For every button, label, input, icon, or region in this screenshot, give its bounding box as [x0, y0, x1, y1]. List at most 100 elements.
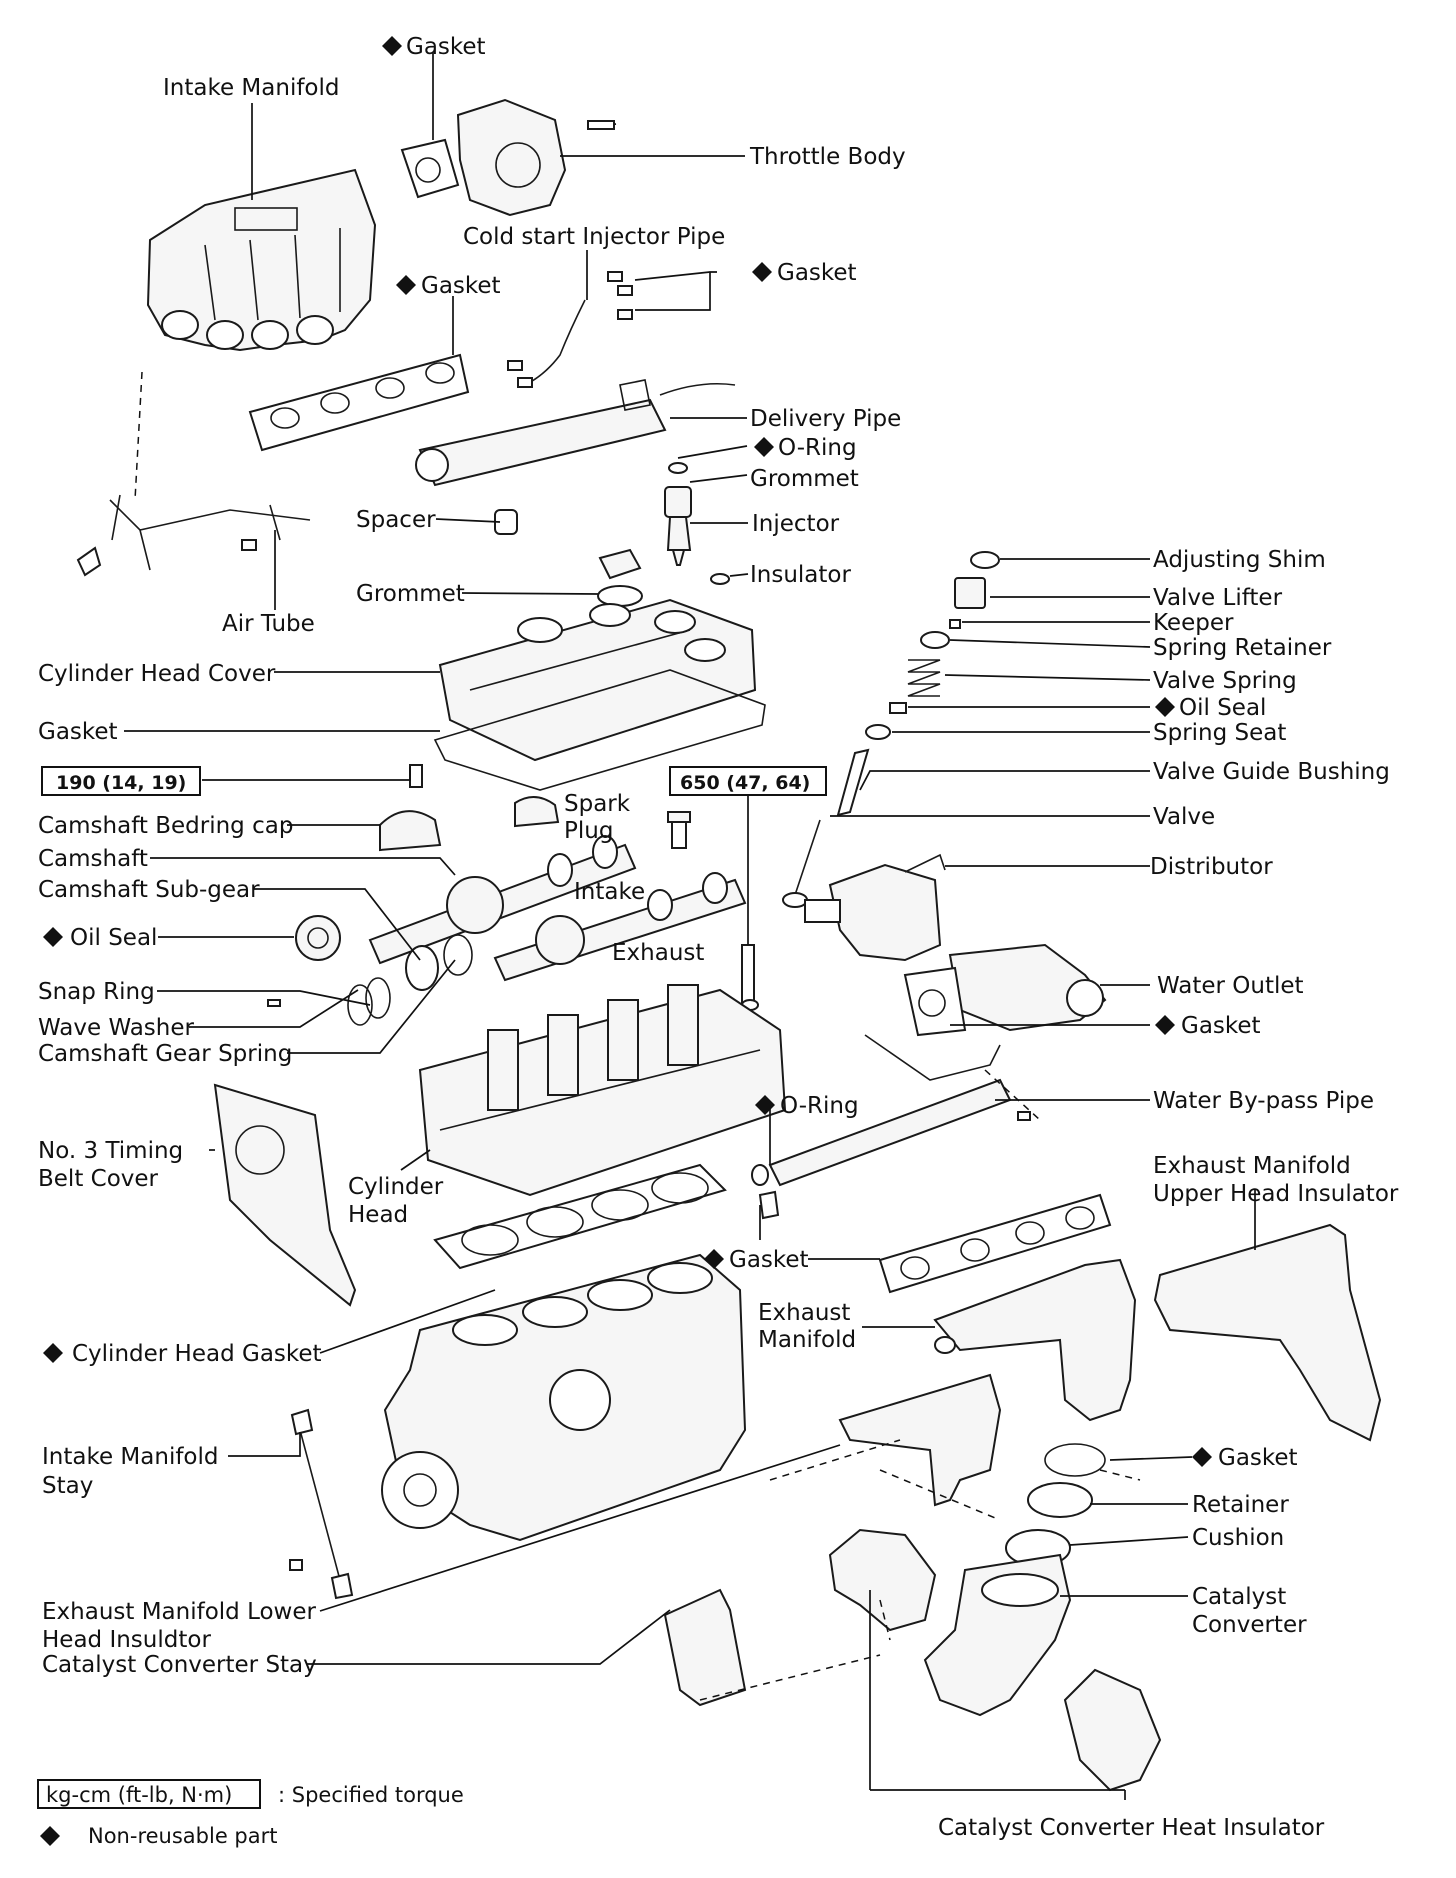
- air-tube-part: [76, 494, 311, 577]
- cylinder-head-cover-part: [438, 598, 757, 762]
- spark-plug-part: [667, 811, 691, 849]
- torque-head-bolt: 650 (47, 64): [680, 772, 810, 794]
- label-exh-lower-insulator-line2: Head Insuldtor: [42, 1627, 211, 1653]
- label-plug: Plug: [564, 818, 613, 844]
- throttle-body-part: [456, 98, 617, 217]
- label-catalyst-converter-line2: Converter: [1192, 1612, 1307, 1638]
- cover-gasket-part: [433, 669, 766, 791]
- label-catalyst-converter-stay: Catalyst Converter Stay: [42, 1652, 317, 1678]
- label-gasket-exhaust: Gasket: [729, 1247, 809, 1273]
- label-cushion: Cushion: [1192, 1525, 1284, 1551]
- label-gasket-cold-start: Gasket: [777, 260, 857, 286]
- delivery-pipe-part: [415, 379, 736, 487]
- label-intake-cam: Intake: [574, 879, 645, 905]
- label-spring-seat: Spring Seat: [1153, 720, 1286, 746]
- label-air-tube: Air Tube: [222, 611, 315, 637]
- legend-torque-desc: : Specified torque: [278, 1783, 464, 1807]
- cam-small-parts: [267, 934, 473, 1026]
- label-intake-manifold-stay-line1: Intake Manifold: [42, 1444, 219, 1470]
- label-gasket-cover: Gasket: [38, 719, 118, 745]
- intake-manifold-part: [146, 168, 377, 352]
- water-outlet-part: [903, 943, 1107, 1037]
- label-cylinder-head-line2: Head: [348, 1202, 408, 1228]
- label-snap-ring: Snap Ring: [38, 979, 155, 1005]
- label-grommet-cover: Grommet: [356, 581, 465, 607]
- label-exhaust-manifold-line2: Manifold: [758, 1327, 856, 1353]
- label-exhaust-cam: Exhaust: [612, 940, 704, 966]
- label-water-bypass-pipe: Water By-pass Pipe: [1153, 1088, 1374, 1114]
- label-injector: Injector: [752, 511, 840, 537]
- label-valve-guide-bushing: Valve Guide Bushing: [1153, 759, 1390, 785]
- label-camshaft: Camshaft: [38, 846, 148, 872]
- label-exh-lower-insulator-line1: Exhaust Manifold Lower: [42, 1599, 317, 1625]
- label-oil-seal-valve: Oil Seal: [1179, 695, 1266, 721]
- exh-upper-insulator-part: [1153, 1223, 1382, 1442]
- legend-torque-unit: kg-cm (ft-lb, N·m): [46, 1783, 232, 1807]
- exh-lower-insulator-part: [838, 1373, 1002, 1507]
- intake-stay-part: [289, 1408, 354, 1600]
- label-catalyst-heat-insulator: Catalyst Converter Heat Insulator: [938, 1815, 1325, 1841]
- label-gasket-water-outlet: Gasket: [1181, 1013, 1261, 1039]
- label-gasket-intake: Gasket: [421, 273, 501, 299]
- label-spark: Spark: [564, 791, 631, 817]
- label-cylinder-head-cover: Cylinder Head Cover: [38, 661, 276, 687]
- intake-gasket-part: [248, 353, 470, 452]
- label-cylinder-head-gasket: Cylinder Head Gasket: [72, 1341, 322, 1367]
- label-spring-retainer: Spring Retainer: [1153, 635, 1332, 661]
- label-retainer: Retainer: [1192, 1492, 1289, 1518]
- throttle-gasket-part: [400, 138, 460, 199]
- cylinder-head-part: [418, 984, 787, 1197]
- label-distributor: Distributor: [1150, 854, 1273, 880]
- label-keeper: Keeper: [1153, 610, 1234, 636]
- catalyst-stay-part: [663, 1588, 747, 1707]
- label-intake-manifold: Intake Manifold: [163, 75, 340, 101]
- label-oil-seal-cam: Oil Seal: [70, 925, 157, 951]
- label-o-ring-delivery: O-Ring: [778, 435, 857, 461]
- torque-camshaft-cap: 190 (14, 19): [56, 772, 186, 794]
- label-throttle-body: Throttle Body: [749, 144, 906, 170]
- bolt-cam-cap: [409, 764, 423, 788]
- intake-camshaft-part: [368, 835, 637, 965]
- alignment-lines: [134, 371, 1141, 1701]
- catalyst-gasket-part: [1044, 1443, 1106, 1477]
- camshaft-cap-2-part: [514, 796, 560, 828]
- distributor-part: [804, 853, 946, 962]
- label-water-outlet: Water Outlet: [1157, 973, 1304, 999]
- retainer-part: [1027, 1482, 1093, 1518]
- label-adjusting-shim: Adjusting Shim: [1153, 547, 1326, 573]
- exhaust-manifold-part: [933, 1258, 1137, 1422]
- catalyst-converter-part: [923, 1553, 1072, 1717]
- label-cylinder-head-line1: Cylinder: [348, 1174, 444, 1200]
- label-exh-upper-insulator-line2: Upper Head Insulator: [1153, 1181, 1399, 1207]
- label-camshaft-gear-spring: Camshaft Gear Spring: [38, 1041, 292, 1067]
- exhaust-gasket-part: [878, 1193, 1112, 1294]
- camshaft-cap-part: [379, 810, 442, 852]
- legend-torque-box: [37, 1779, 261, 1809]
- catalyst-heat-insulator-b: [1063, 1668, 1162, 1792]
- label-no3-cover-line2: Belt Cover: [38, 1166, 159, 1192]
- label-exhaust-manifold-line1: Exhaust: [758, 1300, 850, 1326]
- non-reusable-markers: [40, 36, 1212, 1846]
- label-o-ring-bypass: O-Ring: [780, 1093, 859, 1119]
- head-gasket-part: [433, 1163, 727, 1270]
- label-valve-spring: Valve Spring: [1153, 668, 1297, 694]
- torque-box-camshaft-cap: [41, 766, 201, 796]
- oil-seal-cam-part: [295, 915, 341, 961]
- label-gasket-throttle: Gasket: [406, 34, 486, 60]
- timing-cover-part: [213, 1083, 357, 1307]
- legend: kg-cm (ft-lb, N·m) : Specified torque No…: [37, 1779, 464, 1848]
- oil-cap-part: [597, 548, 643, 607]
- label-valve: Valve: [1153, 804, 1215, 830]
- cold-start-pipe-part: [507, 271, 633, 388]
- catalyst-heat-insulator-a: [828, 1528, 937, 1632]
- label-cold-start-injector-pipe: Cold start Injector Pipe: [463, 224, 725, 250]
- water-bypass-part: [751, 1034, 1031, 1220]
- valve-train-parts: [782, 551, 1000, 908]
- label-intake-manifold-stay-line2: Stay: [42, 1473, 93, 1499]
- label-delivery-pipe: Delivery Pipe: [750, 406, 901, 432]
- label-exh-upper-insulator-line1: Exhaust Manifold: [1153, 1153, 1351, 1179]
- leader-lines: [124, 52, 1256, 1800]
- bolt-head: [741, 944, 759, 1011]
- label-camshaft-bearing-cap: Camshaft Bedring cap: [38, 813, 293, 839]
